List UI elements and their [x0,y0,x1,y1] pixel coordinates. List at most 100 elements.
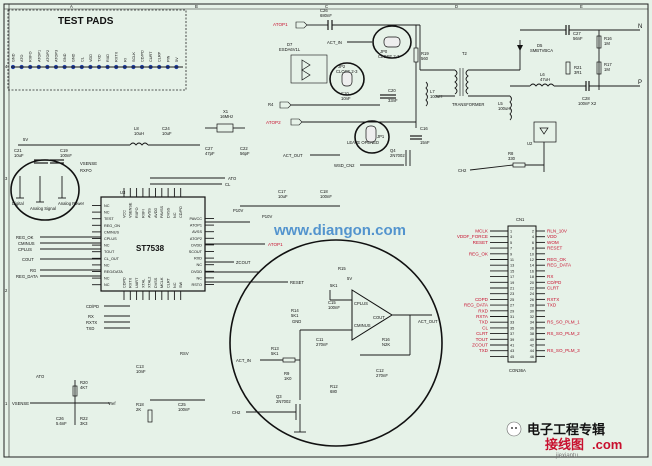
svg-text:X1: X1 [223,109,229,114]
connector-pin-num: 24 [530,292,534,296]
svg-text:L8: L8 [134,126,139,131]
wechat-icon [506,421,522,437]
ic-pin-left: CMINUS [104,230,119,234]
connector-pin-num: 13 [510,264,514,268]
connector-pin-num: 7 [510,247,512,251]
svg-text:C24: C24 [162,126,170,131]
svg-text:CPLUS: CPLUS [354,301,368,306]
svg-text:5K1: 5K1 [330,283,338,288]
svg-text:C13: C13 [136,364,144,369]
test-pad-label: RI [123,58,127,62]
test-pad-label: GND [72,53,76,62]
ic-pin-right: RSTO [192,283,203,287]
svg-text:R9: R9 [284,371,290,376]
svg-text:C22: C22 [240,146,248,151]
svg-text:5V: 5V [23,137,28,142]
svg-text:R12: R12 [330,384,338,389]
connector-pin-num: 26 [530,298,534,302]
svg-text:P10V: P10V [233,208,243,213]
test-pad-label: RXFO [29,51,33,62]
svg-text:RXFO: RXFO [80,168,92,173]
ic-pin-top: DVSS [167,207,171,218]
ic-pin-right: PAVCC [189,217,202,221]
border-letter: D [455,4,458,9]
svg-text:16MHz: 16MHz [220,114,233,119]
svg-text:5K1: 5K1 [291,313,299,318]
border-letter: E [580,4,583,9]
connector-pin-num: 3 [510,235,512,239]
footer-brand: 电子工程专辑 接线图 .com jiexiantu [506,421,622,459]
svg-text:ATO: ATO [228,176,237,181]
net-atop1: ATOP1 [273,22,288,27]
ic-pin-left: TOUT [104,250,115,254]
svg-text:10uF: 10uF [162,131,172,136]
ic-pin-bottom: DVSS [154,277,158,288]
ic-pin-left: REG/DATA [104,270,123,274]
connector-pin-num: 14 [530,264,534,268]
svg-text:330: 330 [508,156,516,161]
svg-text:270nF: 270nF [316,342,328,347]
border-letter: B [195,4,198,9]
opamp-symbol [351,289,393,341]
svg-text:56nF: 56nF [573,36,583,41]
ic-pin-left: TEST [104,217,114,221]
svg-text:ACT_IN: ACT_IN [327,40,342,45]
connector-net-right: RX [547,274,553,279]
svg-text:C12: C12 [376,368,384,373]
svg-text:R18: R18 [136,402,144,407]
svg-text:C16: C16 [420,126,428,131]
connector-pin-num: 1 [510,230,512,234]
connector-pin-num: 41 [510,344,514,348]
svg-text:JP0: JP0 [380,49,388,54]
svg-text:Q4: Q4 [390,148,396,153]
ic-pin-right: NC [197,263,203,267]
connector-pin-num: 21 [510,287,514,291]
svg-text:ATOP1: ATOP1 [268,242,283,247]
connector-pin-num: 38 [530,332,534,336]
border-number: 1 [5,401,8,406]
svg-text:R20: R20 [80,380,88,385]
connector-pin-num: 19 [510,281,514,285]
svg-text:680nF: 680nF [320,13,332,18]
test-pad-label: CLRP [158,51,162,62]
svg-text:1K0: 1K0 [284,376,292,381]
svg-text:2K: 2K [136,407,141,412]
svg-text:RX: RX [88,314,94,319]
svg-text:C26: C26 [56,416,64,421]
ic-pin-top: RXFI [141,209,145,218]
connector-pin-num: 22 [530,287,534,291]
svg-text:Digital: Digital [12,201,24,206]
svg-text:10uF: 10uF [14,153,24,158]
test-pad-label: ATOP3 [55,50,59,62]
ic-pin-left: CL_OUT [104,257,120,261]
svg-text:CH2: CH2 [458,168,467,173]
connector-net-right: CLRT [547,286,559,291]
ic-pin-right: DVDD [191,270,202,274]
svg-text:CL: CL [225,182,231,187]
svg-text:100uH: 100uH [498,106,510,111]
svg-text:CMINUS: CMINUS [354,323,371,328]
svg-text:33nF: 33nF [388,98,398,103]
svg-text:C11: C11 [316,337,324,342]
ic-pin-left: NC [104,263,110,267]
svg-text:C25: C25 [178,402,186,407]
svg-text:10uF: 10uF [278,194,288,199]
svg-text:R17: R17 [604,62,612,67]
ic-pin-top: VCC [122,210,126,218]
svg-text:ACT_OUT: ACT_OUT [418,319,438,324]
svg-text:R22: R22 [80,416,88,421]
svg-text:REG_OK: REG_OK [16,235,34,240]
svg-text:15nF: 15nF [420,140,430,145]
border-number: 2 [5,288,8,293]
connector-pin-num: 17 [510,275,514,279]
svg-text:CH2: CH2 [232,410,241,415]
connector-pin-num: 25 [510,298,514,302]
svg-text:47uH: 47uH [540,77,550,82]
svg-text:TXD: TXD [86,326,94,331]
svg-text:GND: GND [292,319,301,324]
svg-text:VSENSE: VSENSE [80,161,97,166]
border-number: 3 [5,176,8,181]
svg-text:680: 680 [330,389,338,394]
test-pad-label: GND [63,53,67,62]
